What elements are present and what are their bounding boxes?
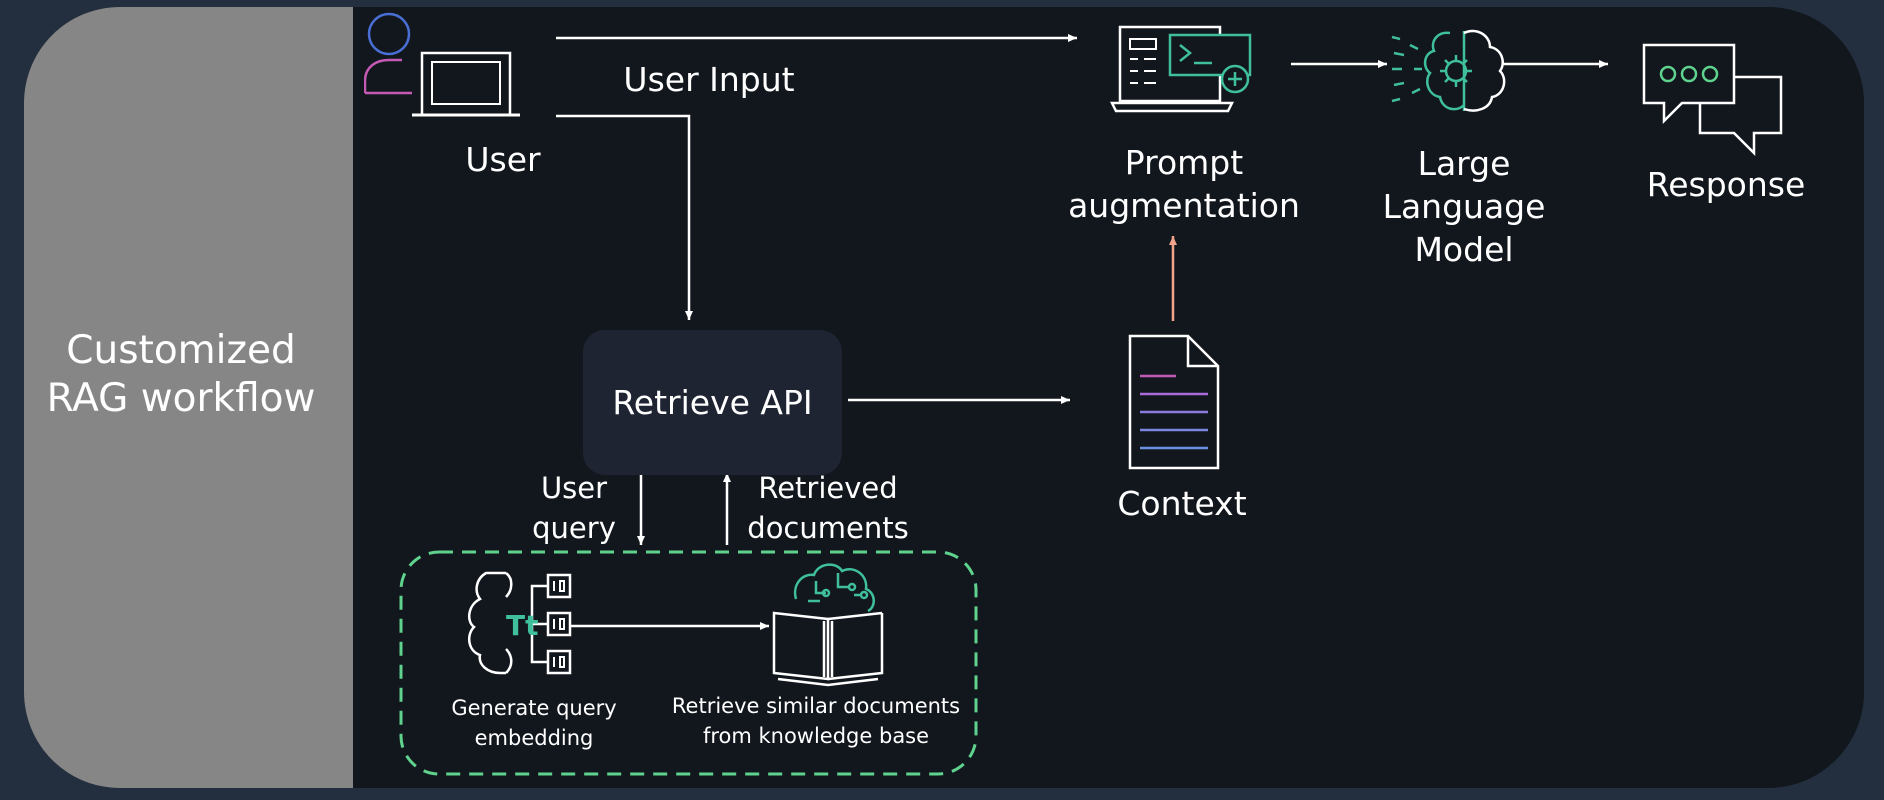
arrow-user-to-retrieve	[556, 114, 693, 320]
retrieved-documents-label: Retrieved documents	[747, 471, 909, 545]
sidebar-title: Customized RAG workflow	[46, 328, 316, 421]
tt-glyph: Tt	[506, 609, 538, 642]
retrieve-api-label: Retrieve API	[612, 383, 813, 422]
prompt-augmentation-label: Prompt augmentation	[1068, 143, 1300, 225]
user-laptop-icon	[364, 12, 520, 117]
user-label: User	[465, 140, 541, 179]
workflow-panel: Customized RAG workflow	[24, 7, 1864, 788]
llm-label: Large Language Model	[1382, 144, 1546, 269]
sidebar: Customized RAG workflow	[24, 7, 353, 788]
knowledge-base-book-icon	[772, 563, 884, 687]
prompt-terminal-icon	[1110, 25, 1252, 113]
retrieve-api-box: Retrieve API	[583, 330, 842, 475]
user-input-label: User Input	[623, 60, 795, 99]
chat-bubbles-icon	[1642, 43, 1783, 157]
connectors	[399, 34, 1608, 776]
retrieve-similar-label: Retrieve similar documents from knowledg…	[671, 694, 961, 748]
embedding-group-border	[399, 550, 978, 776]
brain-gear-icon	[1391, 29, 1506, 112]
document-icon	[1128, 334, 1220, 470]
embedding-model-icon: Tt	[467, 571, 572, 675]
response-label: Response	[1646, 165, 1806, 204]
context-label: Context	[1117, 484, 1247, 523]
user-query-label: User query	[532, 471, 616, 545]
generate-embedding-label: Generate query embedding	[451, 696, 617, 750]
